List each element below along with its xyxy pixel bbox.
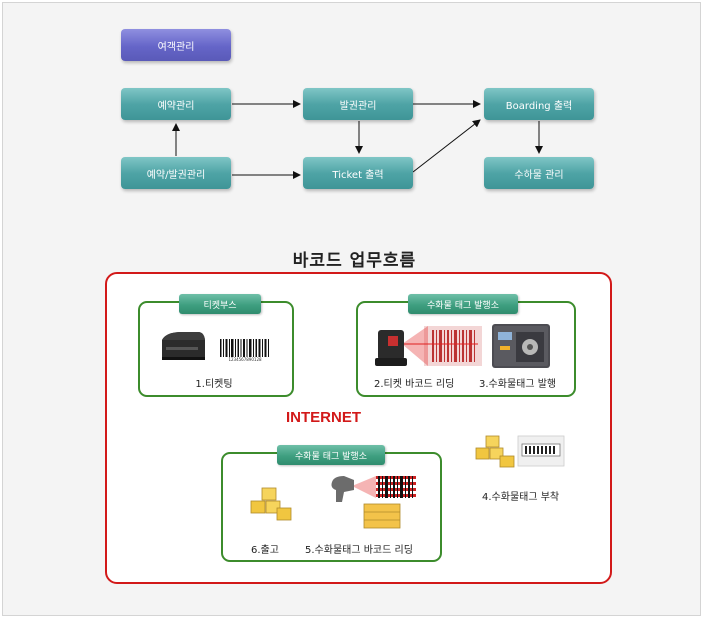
ticketing-label: 발권관리 [339,100,377,112]
ticket-print-box: Ticket 출력 [303,157,413,189]
res-ticket-management-box: 예약/발권관리 [121,157,231,189]
passenger-management-box: 여객관리 [121,29,231,61]
step-1-caption: 1.티켓팅 [195,379,233,390]
ticket-printer-icon [162,332,205,360]
passenger-management-label: 여객관리 [157,41,195,53]
ticket-print-label: Ticket 출력 [332,169,384,181]
tag-printer-icon [492,324,550,368]
baggage-management-box: 수하물 관리 [484,157,594,189]
baggage-management-label: 수하물 관리 [514,169,564,181]
tag-issue-station-top-label: 수화물 태그 발행소 [408,294,518,314]
handheld-scanner-reading-tag-icon [331,476,416,529]
boarding-print-label: Boarding 출력 [505,100,573,112]
ticket-booth-label: 티켓부스 [179,294,261,314]
reservation-label: 예약관리 [157,100,195,112]
tagged-baggage-icon [475,435,565,468]
step-6-caption: 6.출고 [251,545,279,556]
res-ticket-label: 예약/발권관리 [146,169,206,181]
baggage-boxes-icon [250,487,292,521]
tag-issue-station-bottom-box [221,452,442,562]
boarding-print-box: Boarding 출력 [484,88,594,120]
tag-issue-station-bottom-label: 수화물 태그 발행소 [277,445,385,465]
step-2-caption: 2.티켓 바코드 리딩 [374,379,455,390]
ticket-barcode-number: 1234567890128 [228,357,262,362]
ticket-barcode-icon [218,338,272,364]
reservation-management-box: 예약관리 [121,88,231,120]
ticketing-management-box: 발권관리 [303,88,413,120]
barcode-workflow-title: 바코드 업무흐름 [292,251,417,271]
arrow-ticketprint-to-boarding [412,119,481,173]
step-4-caption: 4.수화물태그 부착 [482,492,560,503]
step-5-caption: 5.수화물태그 바코드 리딩 [305,545,413,556]
step-3-caption: 3.수화물태그 발행 [479,379,557,390]
barcode-scanner-reading-ticket-icon [375,326,482,366]
internet-label: INTERNET [286,409,361,426]
